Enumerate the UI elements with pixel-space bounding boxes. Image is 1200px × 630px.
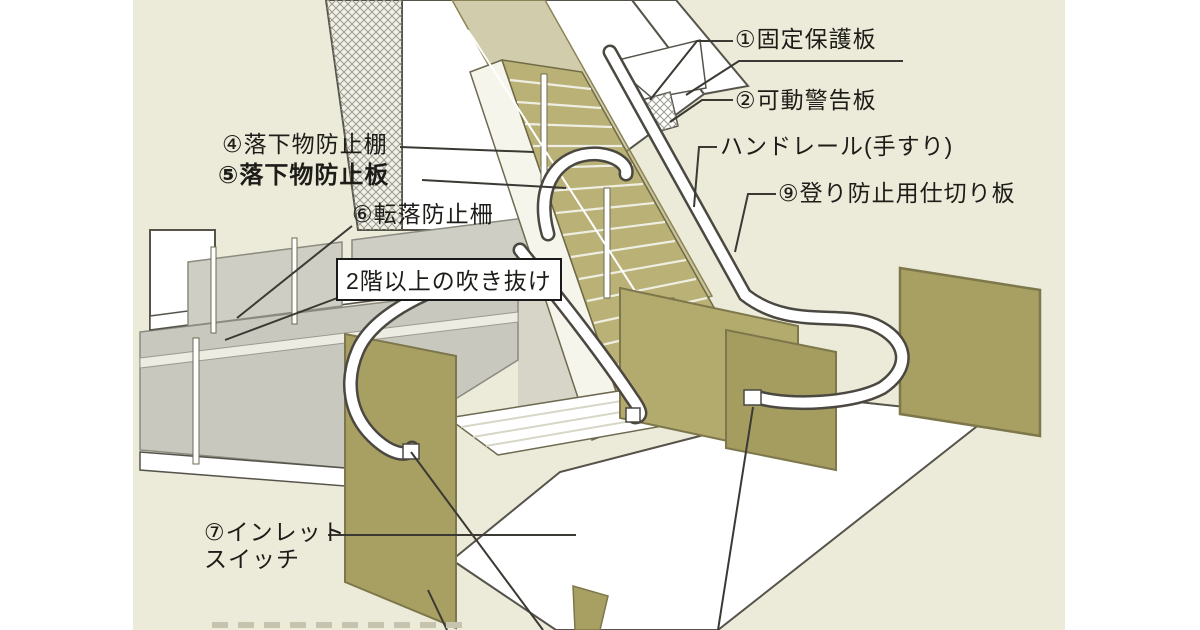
label-inlet-switch-line2: スイッチ (204, 546, 300, 573)
label-falling-object-plate: ⑤落下物防止板 (218, 162, 390, 189)
label-climb-prevention-partition: ⑨登り防止用仕切り板 (778, 180, 1016, 206)
atrium-note-box: 2階以上の吹き抜け (336, 258, 562, 301)
floor-slab-section (324, 0, 403, 231)
label-inlet-switch: ⑦インレット スイッチ (204, 519, 346, 573)
label-fixed-guard-plate: ①固定保護板 (735, 26, 877, 52)
fixed-guard-plate (608, 39, 707, 99)
leader-lines (224, 40, 903, 630)
label-handrail: ハンドレール(手すり) (720, 133, 954, 159)
inlet-switch-left (402, 443, 420, 460)
label-fall-prevention-fence: ⑥転落防止柵 (352, 201, 494, 227)
fall-prevention-fence (139, 213, 561, 487)
label-falling-object-shelf: ④落下物防止棚 (222, 131, 388, 157)
climb-prevention-partitions (344, 266, 1042, 630)
inlet-switch-right (743, 389, 762, 406)
cropped-label-fragment (212, 622, 462, 628)
label-inlet-switch-line1: ⑦インレット (204, 519, 346, 545)
inlet-switch-middle (625, 407, 641, 423)
label-movable-warning-plate: ②可動警告板 (735, 87, 877, 113)
